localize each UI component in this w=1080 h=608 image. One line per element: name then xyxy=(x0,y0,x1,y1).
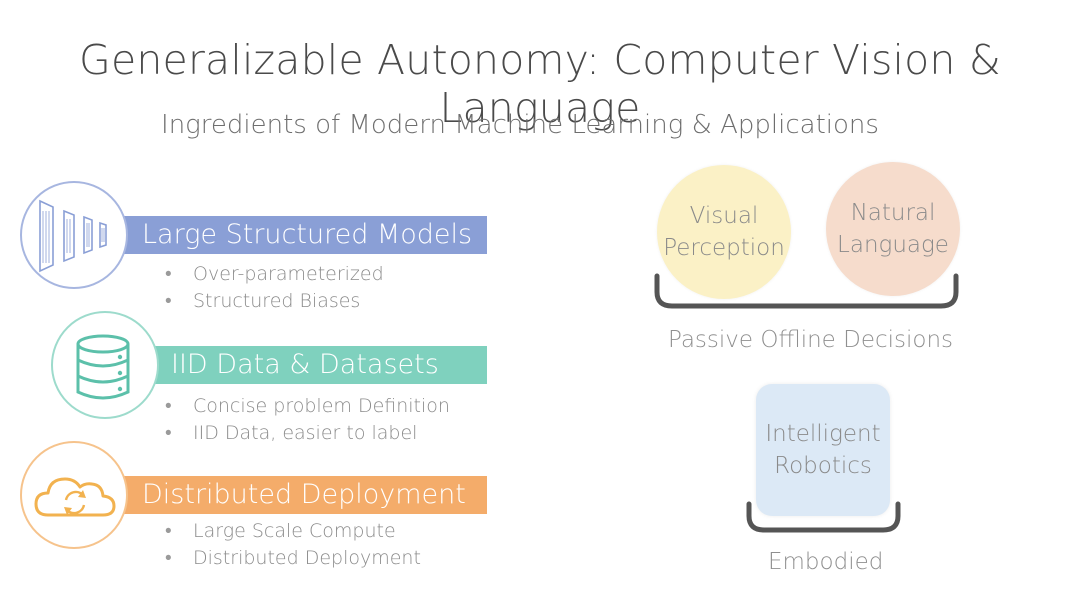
data-band: IID Data & Datasets xyxy=(103,346,487,384)
cloud-sync-icon xyxy=(34,477,116,517)
layers-icon xyxy=(39,199,107,273)
robotics-line-2: Robotics xyxy=(774,453,872,479)
data-label: IID Data & Datasets xyxy=(171,349,439,380)
embodied-caption: Embodied xyxy=(768,549,884,575)
slide-title: Generalizable Autonomy: Computer Vision … xyxy=(78,36,1002,132)
deploy-icon-circle xyxy=(20,441,128,549)
list-item: Structured Biases xyxy=(165,288,384,315)
data-icon-circle xyxy=(51,311,159,419)
list-item: Distributed Deployment xyxy=(165,545,421,572)
list-item: Over-parameterized xyxy=(165,261,384,288)
passive-bracket xyxy=(654,273,959,309)
models-icon-circle xyxy=(20,181,128,289)
deploy-band: Distributed Deployment xyxy=(70,476,487,514)
visual-line-2: Perception xyxy=(663,235,785,261)
visual-perception-bubble: Visual Perception xyxy=(657,165,791,299)
database-icon xyxy=(76,334,130,400)
data-bullets: Concise problem Definition IID Data, eas… xyxy=(165,393,450,447)
passive-caption: Passive Offline Decisions xyxy=(668,327,954,353)
language-line-1: Natural xyxy=(850,200,936,226)
models-label: Large Structured Models xyxy=(142,219,473,250)
visual-line-1: Visual xyxy=(689,203,759,229)
deploy-label: Distributed Deployment xyxy=(142,479,466,510)
robotics-line-1: Intelligent xyxy=(765,421,881,447)
intelligent-robotics-box: Intelligent Robotics xyxy=(756,384,890,516)
models-band: Large Structured Models xyxy=(70,216,487,254)
list-item: Large Scale Compute xyxy=(165,518,421,545)
models-bullets: Over-parameterized Structured Biases xyxy=(165,261,384,315)
natural-language-bubble: Natural Language xyxy=(826,162,960,296)
embodied-bracket xyxy=(746,501,901,533)
language-line-2: Language xyxy=(837,232,949,258)
slide-subtitle: Ingredients of Modern Machine Learning &… xyxy=(161,110,879,140)
list-item: Concise problem Definition xyxy=(165,393,450,420)
deploy-bullets: Large Scale Compute Distributed Deployme… xyxy=(165,518,421,572)
list-item: IID Data, easier to label xyxy=(165,420,450,447)
